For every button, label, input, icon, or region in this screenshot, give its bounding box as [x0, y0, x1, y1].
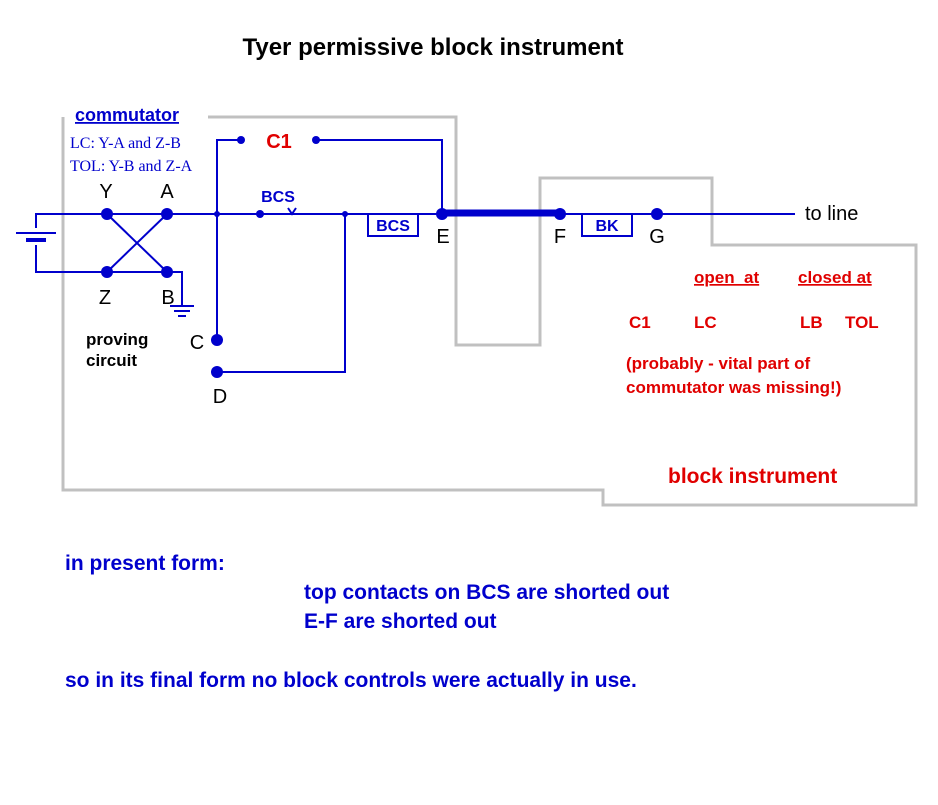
notes-heading: in present form:	[65, 552, 225, 575]
bk-box-label: BK	[595, 218, 619, 235]
missing-note-line1: (probably - vital part of	[626, 354, 811, 373]
c1-open-value: LC	[694, 313, 717, 332]
missing-note-line2: commutator was missing!)	[626, 378, 841, 397]
block-instrument-label: block instrument	[668, 465, 837, 488]
terminal-c-label: C	[190, 332, 204, 354]
terminal-g-label: G	[649, 226, 665, 248]
bcs-contact-dot	[256, 210, 264, 218]
bk-box	[581, 213, 633, 237]
terminal-z-dot	[101, 266, 113, 278]
junction-dot	[342, 211, 348, 217]
c1-closed-value-lb: LB	[800, 313, 823, 332]
proving-label-line2: circuit	[86, 351, 137, 370]
wires	[106, 139, 795, 373]
terminal-b-dot	[161, 266, 173, 278]
terminal-y-label: Y	[99, 181, 112, 203]
bcs-contact-label: BCS	[261, 189, 295, 206]
notes-line-bcs: top contacts on BCS are shorted out	[304, 581, 669, 604]
notes-conclusion: so in its final form no block controls w…	[65, 669, 637, 692]
notes-line-ef: E-F are shorted out	[304, 610, 497, 633]
bcs-box	[367, 213, 419, 237]
c1-label: C1	[266, 131, 292, 153]
terminal-a-label: A	[160, 181, 174, 203]
terminal-a-dot	[161, 208, 173, 220]
terminal-b-label: B	[161, 287, 174, 309]
c1-contact-left-dot	[237, 136, 245, 144]
terminal-c-dot	[211, 334, 223, 346]
terminal-d-dot	[211, 366, 223, 378]
c1-contact-right-dot	[312, 136, 320, 144]
closed-at-header: closed at	[798, 268, 872, 287]
proving-label-line1: proving	[86, 330, 148, 349]
commutator-title: commutator	[75, 105, 179, 125]
to-line-label: to line	[805, 203, 858, 225]
bcs-box-label: BCS	[376, 218, 410, 235]
junction-dot	[214, 211, 220, 217]
terminal-e-label: E	[436, 226, 449, 248]
block-instrument-outline	[61, 115, 918, 507]
terminal-f-label: F	[554, 226, 566, 248]
terminal-f-dot	[554, 208, 566, 220]
terminal-e-dot	[436, 208, 448, 220]
terminal-g-dot	[651, 208, 663, 220]
c1-closed-value-tol: TOL	[845, 313, 879, 332]
open-at-header: open at	[694, 268, 760, 287]
battery-icon	[16, 213, 107, 273]
c1-row-name: C1	[629, 313, 651, 332]
terminal-dots	[101, 136, 663, 378]
terminal-d-label: D	[213, 386, 227, 408]
commutator-line-lc: LC: Y-A and Z-B	[70, 135, 181, 152]
commutator-line-tol: TOL: Y-B and Z-A	[70, 158, 193, 175]
terminal-z-label: Z	[99, 287, 111, 309]
diagram-title: Tyer permissive block instrument	[242, 34, 623, 61]
terminal-y-dot	[101, 208, 113, 220]
